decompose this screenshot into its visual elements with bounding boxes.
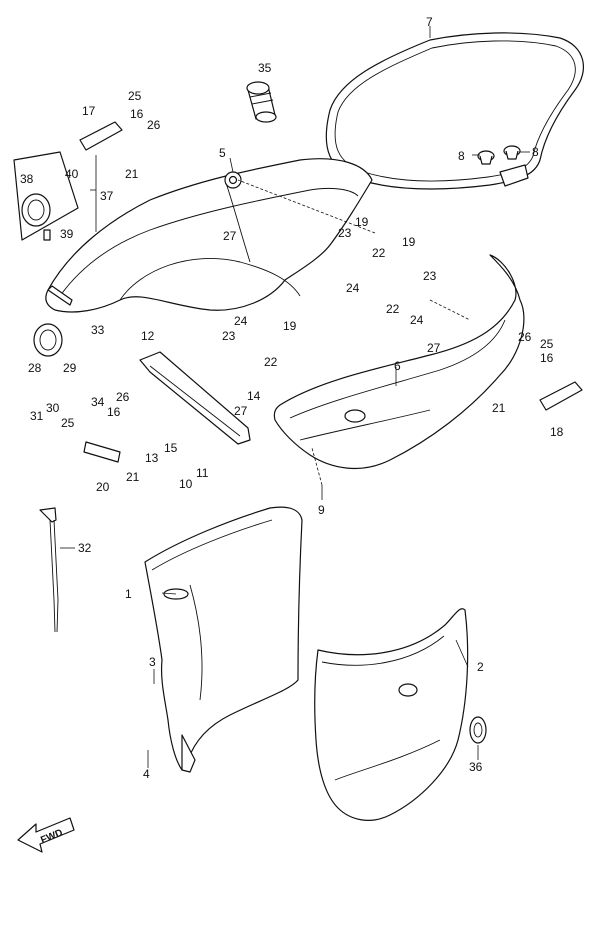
- callout-23c: 23: [222, 329, 236, 343]
- callout-16b: 16: [540, 351, 554, 365]
- callout-14: 14: [247, 389, 261, 403]
- callout-26b: 26: [518, 330, 532, 344]
- callout-21: 21: [125, 167, 139, 181]
- callout-24b: 24: [410, 313, 424, 327]
- callout-19c: 19: [283, 319, 297, 333]
- callout-37: 37: [100, 189, 114, 203]
- latch-part-38: [13, 151, 79, 241]
- callout-31: 31: [30, 409, 44, 423]
- side-cover-part-1: [144, 506, 303, 773]
- callout-20: 20: [96, 480, 110, 494]
- callout-25c: 25: [61, 416, 75, 430]
- callout-23b: 23: [423, 269, 437, 283]
- callout-19b: 19: [402, 235, 416, 249]
- callout-26c: 26: [116, 390, 130, 404]
- callout-33: 33: [91, 323, 105, 337]
- callout-23: 23: [338, 226, 352, 240]
- callout-27c: 27: [234, 404, 248, 418]
- callout-9: 9: [318, 503, 325, 517]
- grommet-part-36: [469, 716, 487, 744]
- callout-29: 29: [63, 361, 77, 375]
- grommet-part-8-right: [503, 145, 521, 160]
- callout-2: 2: [477, 660, 484, 674]
- seal-ring-part-7: [325, 32, 584, 190]
- callout-8-right: 8: [532, 145, 539, 159]
- callout-13: 13: [145, 451, 159, 465]
- callout-15: 15: [164, 441, 178, 455]
- callout-28: 28: [28, 361, 42, 375]
- callout-8-left: 8: [458, 149, 465, 163]
- callout-27b: 27: [427, 341, 441, 355]
- callout-17: 17: [82, 104, 96, 118]
- callout-39: 39: [60, 227, 74, 241]
- callout-22c: 22: [264, 355, 278, 369]
- cable-tie-part-32: [39, 507, 59, 633]
- callout-16c: 16: [107, 405, 121, 419]
- callout-16: 16: [130, 107, 144, 121]
- callout-25b: 25: [540, 337, 554, 351]
- bushing-part-35: [246, 81, 277, 123]
- callout-4: 4: [143, 767, 150, 781]
- callout-32: 32: [78, 541, 92, 555]
- callout-5: 5: [219, 146, 226, 160]
- leader-lines: [60, 26, 530, 768]
- callout-26: 26: [147, 118, 161, 132]
- callout-19: 19: [355, 215, 369, 229]
- callout-1: 1: [125, 587, 132, 601]
- callout-24: 24: [346, 281, 360, 295]
- rear-cowl-part-5: [45, 158, 373, 313]
- callout-22b: 22: [386, 302, 400, 316]
- callout-12: 12: [141, 329, 155, 343]
- callout-18: 18: [550, 425, 564, 439]
- handle-part-17: [79, 121, 123, 151]
- grommet-part-28: [33, 323, 63, 357]
- callout-6: 6: [394, 359, 401, 373]
- callout-3: 3: [149, 655, 156, 669]
- grommet-part-8-left: [477, 150, 495, 165]
- callout-35: 35: [258, 61, 272, 75]
- callout-10: 10: [179, 477, 193, 491]
- bracket-part-12: [139, 351, 251, 445]
- callout-21b: 21: [492, 401, 506, 415]
- handle-part-18: [539, 381, 583, 411]
- callout-labels: 7 35 25 17 16 26 8 8 5 38 40 37 39 21 27…: [20, 15, 564, 781]
- handle-part-20: [83, 441, 121, 463]
- callout-34: 34: [91, 395, 105, 409]
- rear-lower-cowl-part-6: [273, 254, 525, 470]
- callout-27: 27: [223, 229, 237, 243]
- callout-11: 11: [196, 466, 209, 480]
- fwd-arrow-icon: [17, 817, 75, 853]
- callout-24c: 24: [234, 314, 248, 328]
- callout-38: 38: [20, 172, 34, 186]
- side-cover-part-2: [314, 608, 469, 821]
- callout-21c: 21: [126, 470, 140, 484]
- callout-30: 30: [46, 401, 60, 415]
- callout-22: 22: [372, 246, 386, 260]
- callout-7: 7: [426, 15, 433, 29]
- callout-25: 25: [128, 89, 142, 103]
- callout-36: 36: [469, 760, 483, 774]
- callout-40: 40: [65, 167, 79, 181]
